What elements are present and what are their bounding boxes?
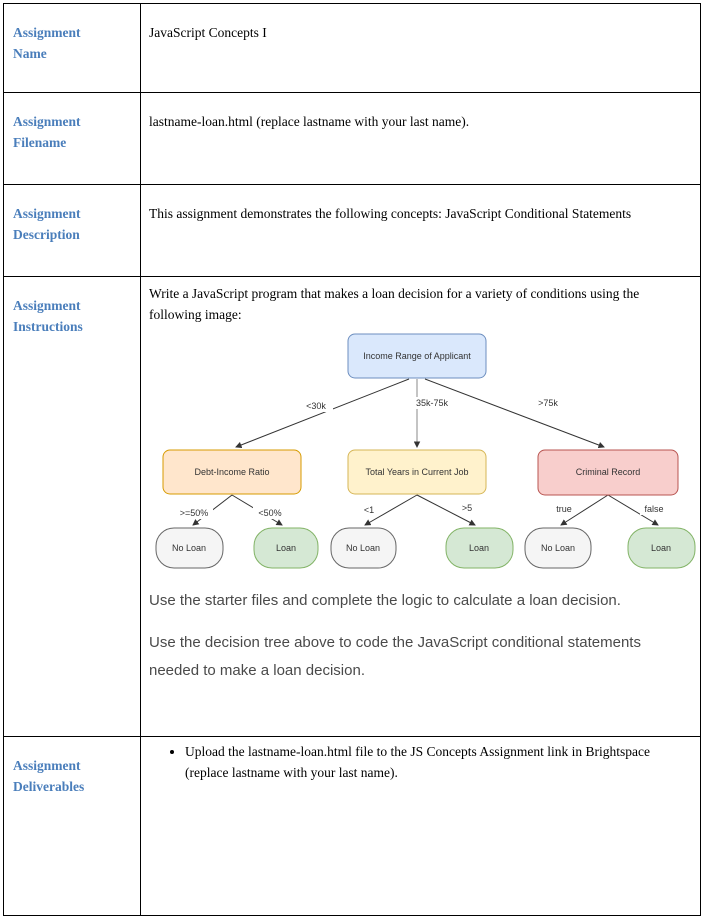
tree-leaf-no-loan: No Loan — [155, 527, 224, 569]
tree-leaf-loan: Loan — [627, 527, 696, 569]
tree-leaf-label: No Loan — [346, 543, 380, 553]
edge-criminal-to-noloan — [560, 494, 609, 526]
edge-label-bg — [552, 503, 576, 515]
tree-node-box — [162, 449, 302, 495]
edge-criminal-to-loan — [607, 494, 659, 526]
row-label: Assignment Description — [13, 206, 81, 242]
tree-leaf-box — [155, 527, 224, 569]
tree-leaf-label: Loan — [469, 543, 489, 553]
tree-leaf-box — [330, 527, 397, 569]
edge-label-bg — [360, 504, 378, 516]
table-row: Assignment Filename lastname-loan.html (… — [3, 92, 701, 185]
edge-label-bg — [175, 507, 213, 519]
edge-label-bg — [253, 507, 287, 519]
cell-assignment-name-value: JavaScript Concepts I — [140, 3, 701, 93]
edge-job-to-noloan — [364, 494, 418, 526]
tree-node-income-range: Income Range of Applicant — [347, 333, 487, 379]
cell-assignment-filename-value: lastname-loan.html (replace lastname wit… — [140, 92, 701, 185]
edge-label-years-low: <1 — [364, 505, 374, 515]
edge-label-years-high: >5 — [462, 503, 472, 513]
table-row: Assignment Instructions Write a JavaScri… — [3, 276, 701, 737]
assignment-description-value: This assignment demonstrates the followi… — [149, 206, 632, 221]
instructions-paragraph-1: Use the starter files and complete the l… — [149, 592, 621, 609]
assignment-name-value: JavaScript Concepts I — [149, 25, 267, 40]
edge-label-income-mid: 35k-75k — [416, 398, 449, 408]
edge-label-bg — [458, 502, 476, 514]
assignment-filename-value: lastname-loan.html (replace lastname wit… — [149, 114, 470, 129]
row-label: Assignment Instructions — [13, 298, 83, 334]
cell-assignment-filename-label: Assignment Filename — [3, 92, 141, 185]
tree-node-label: Income Range of Applicant — [363, 351, 471, 361]
instructions-intro: Write a JavaScript program that makes a … — [149, 286, 640, 322]
tree-leaf-box — [627, 527, 696, 569]
tree-node-box — [347, 449, 487, 495]
tree-leaf-loan: Loan — [445, 527, 514, 569]
tree-leaf-box — [253, 527, 319, 569]
instructions-paragraph-2: Use the decision tree above to code the … — [149, 634, 641, 679]
cell-assignment-deliverables-value: Upload the lastname-loan.html file to th… — [140, 736, 701, 916]
tree-node-label: Criminal Record — [576, 467, 641, 477]
edge-label-ratio-high: >=50% — [180, 508, 209, 518]
tree-leaf-no-loan: No Loan — [524, 527, 592, 569]
cell-assignment-instructions-label: Assignment Instructions — [3, 276, 141, 737]
tree-leaf-no-loan: No Loan — [330, 527, 397, 569]
row-label: Assignment Name — [13, 25, 81, 61]
tree-leaf-label: No Loan — [172, 543, 206, 553]
table-row: Assignment Description This assignment d… — [3, 184, 701, 277]
assignment-spec-table: Assignment Name JavaScript Concepts I As… — [3, 3, 701, 916]
tree-leaf-loan: Loan — [253, 527, 319, 569]
table-row: Assignment Name JavaScript Concepts I — [3, 3, 701, 93]
edge-job-to-loan — [416, 494, 476, 526]
tree-leaf-label: Loan — [276, 543, 296, 553]
loan-decision-tree-diagram: <30k 35k-75k >75k >=50% <50% <1 >5 — [155, 333, 696, 569]
tree-leaf-box — [445, 527, 514, 569]
tree-leaf-label: No Loan — [541, 543, 575, 553]
edge-label-ratio-low: <50% — [258, 508, 281, 518]
row-label: Assignment Deliverables — [13, 758, 85, 794]
deliverables-list: Upload the lastname-loan.html file to th… — [149, 741, 692, 783]
edge-root-to-criminal — [424, 378, 605, 449]
assignment-document: Assignment Name JavaScript Concepts I As… — [0, 0, 705, 834]
edge-label-income-low: <30k — [306, 401, 326, 411]
edge-label-bg — [409, 397, 455, 409]
tree-node-box — [347, 333, 487, 379]
edge-label-bg — [532, 397, 564, 409]
tree-node-debt-income-ratio: Debt-Income Ratio — [162, 449, 302, 495]
cell-assignment-instructions-value: Write a JavaScript program that makes a … — [140, 276, 701, 737]
cell-assignment-deliverables-label: Assignment Deliverables — [3, 736, 141, 916]
tree-node-label: Debt-Income Ratio — [194, 467, 269, 477]
edge-label-bg — [640, 503, 668, 515]
edge-label-income-high: >75k — [538, 398, 558, 408]
tree-node-label: Total Years in Current Job — [365, 467, 468, 477]
cell-assignment-description-value: This assignment demonstrates the followi… — [140, 184, 701, 277]
tree-leaf-box — [524, 527, 592, 569]
tree-edge-labels: <30k 35k-75k >75k >=50% <50% <1 >5 — [175, 397, 668, 519]
cell-assignment-name-label: Assignment Name — [3, 3, 141, 93]
tree-node-criminal-record: Criminal Record — [537, 449, 679, 496]
tree-leaf-label: Loan — [651, 543, 671, 553]
edge-label-record-false: false — [644, 504, 663, 514]
table-row: Assignment Deliverables Upload the lastn… — [3, 736, 701, 916]
row-label: Assignment Filename — [13, 114, 81, 150]
edge-label-bg — [299, 400, 333, 412]
edge-label-record-true: true — [556, 504, 572, 514]
deliverables-item: Upload the lastname-loan.html file to th… — [185, 741, 692, 783]
tree-node-total-years-in-job: Total Years in Current Job — [347, 449, 487, 495]
cell-assignment-description-label: Assignment Description — [3, 184, 141, 277]
tree-node-box — [537, 449, 679, 496]
edge-root-to-debt — [235, 378, 410, 449]
